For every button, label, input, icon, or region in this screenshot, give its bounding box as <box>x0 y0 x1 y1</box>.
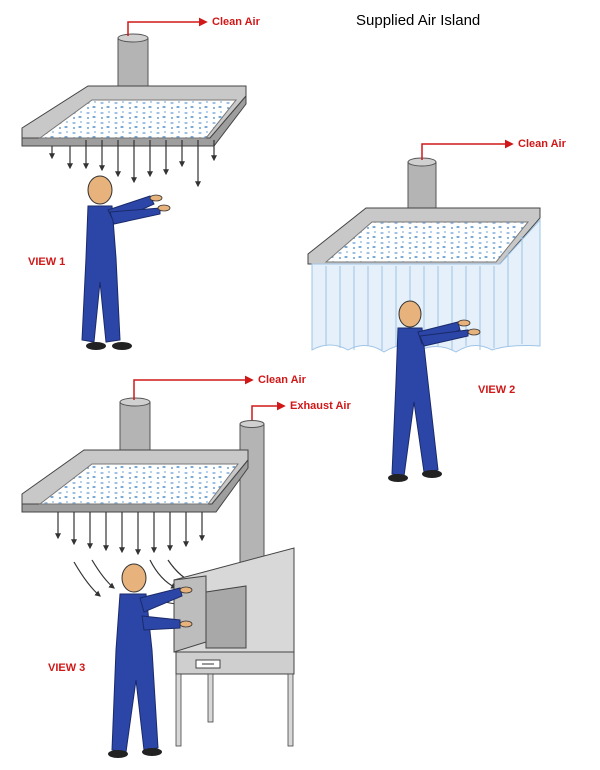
clean-air-label-1: Clean Air <box>212 16 260 28</box>
clean-air-arrow-1 <box>127 17 208 36</box>
supply-duct-icon <box>117 37 149 89</box>
view-3-label: VIEW 3 <box>48 662 86 674</box>
ceiling-hood-icon <box>21 85 247 147</box>
supply-duct-icon <box>119 401 151 451</box>
downflow-arrows-icon <box>49 140 217 188</box>
view-1-illustration <box>21 17 247 350</box>
clean-air-label-3: Clean Air <box>258 374 306 386</box>
exhaust-duct-icon <box>239 420 265 565</box>
exhaust-air-arrow <box>251 401 286 420</box>
diagram-title: Supplied Air Island <box>356 12 481 29</box>
exhaust-air-label: Exhaust Air <box>290 400 351 412</box>
view-1-label: VIEW 1 <box>28 256 66 268</box>
view-2-label: VIEW 2 <box>478 384 516 396</box>
worker-icon <box>388 300 481 482</box>
view-3-illustration <box>21 375 295 758</box>
fume-booth-icon <box>173 547 295 747</box>
clean-air-label-2: Clean Air <box>518 138 566 150</box>
worker-icon <box>108 563 193 758</box>
ceiling-hood-icon <box>21 449 249 513</box>
clean-air-arrow-3 <box>133 375 254 400</box>
downflow-arrows-icon <box>55 512 205 607</box>
worker-icon <box>81 175 171 350</box>
ceiling-hood-icon <box>307 207 541 265</box>
view-2-illustration <box>307 139 541 482</box>
clean-air-arrow-2 <box>421 139 514 160</box>
supply-duct-icon <box>407 161 437 209</box>
